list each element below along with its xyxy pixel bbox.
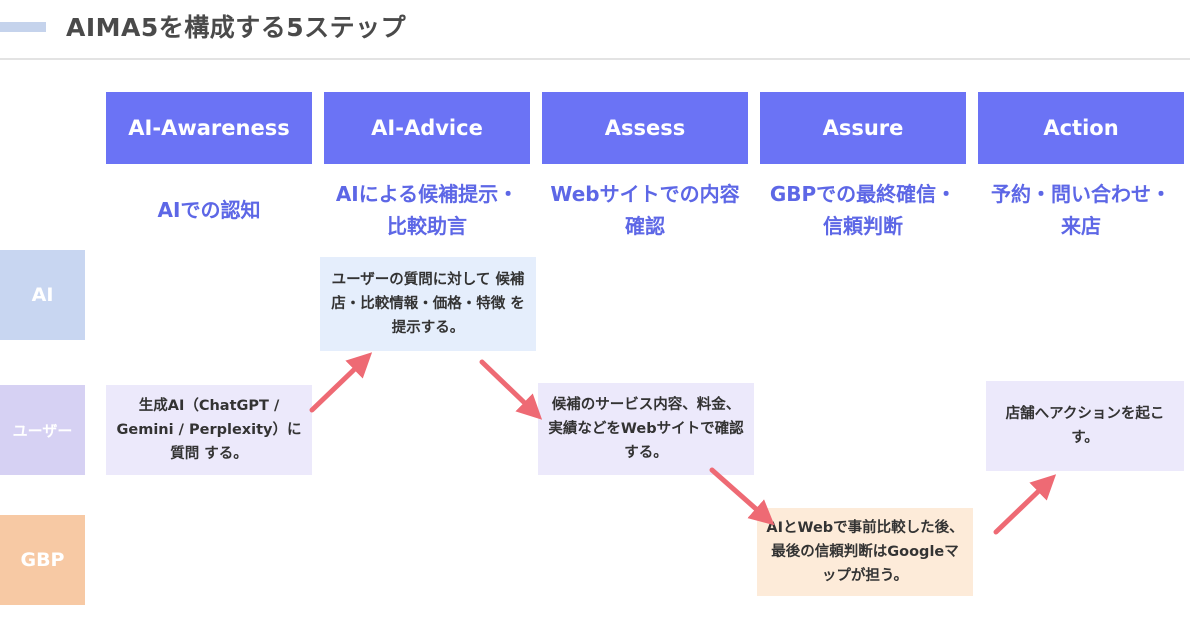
title-divider: [0, 58, 1190, 60]
step-description-ai-awareness: AIでの認知: [157, 198, 261, 222]
note-gbp-trust-judgment: AIとWebで事前比較した後、最後の信頼判断はGoogleマップが担う。: [757, 508, 973, 596]
arrow-user-to-ai: [309, 352, 373, 413]
row-label-ai: AI: [0, 250, 85, 340]
step-header-assure: Assure: [760, 92, 966, 164]
step-description-assure: GBPでの最終確信・信頼判断: [769, 182, 957, 238]
step-header-ai-advice: AI-Advice: [324, 92, 530, 164]
note-ai-present-candidates: ユーザーの質問に対して 候補店・比較情報・価格・特徴 を提示する。: [320, 257, 536, 351]
note-user-take-action: 店舗へアクションを起こす。: [986, 381, 1184, 471]
title-accent-bar: [0, 22, 46, 32]
arrow-ai-to-user: [479, 359, 543, 420]
note-user-check-website: 候補のサービス内容、料金、実績などをWebサイトで確認 する。: [538, 383, 754, 475]
row-label-gbp: GBP: [0, 515, 85, 605]
step-header-assess: Assess: [542, 92, 748, 164]
step-description-ai-advice: AIによる候補提示・比較助言: [335, 182, 519, 238]
step-description-action: 予約・問い合わせ・来店: [991, 182, 1171, 238]
arrow-gbp-to-user: [993, 474, 1057, 535]
step-header-action: Action: [978, 92, 1184, 164]
page-title: AIMA5を構成する5ステップ: [66, 13, 407, 42]
step-header-ai-awareness: AI-Awareness: [106, 92, 312, 164]
row-label-user: ユーザー: [0, 385, 85, 475]
step-description-assess: Webサイトでの内容確認: [550, 182, 740, 238]
note-user-ask-ai: 生成AI（ChatGPT / Gemini / Perplexity）に質問 す…: [106, 385, 312, 475]
arrow-user-to-gbp: [709, 467, 775, 526]
